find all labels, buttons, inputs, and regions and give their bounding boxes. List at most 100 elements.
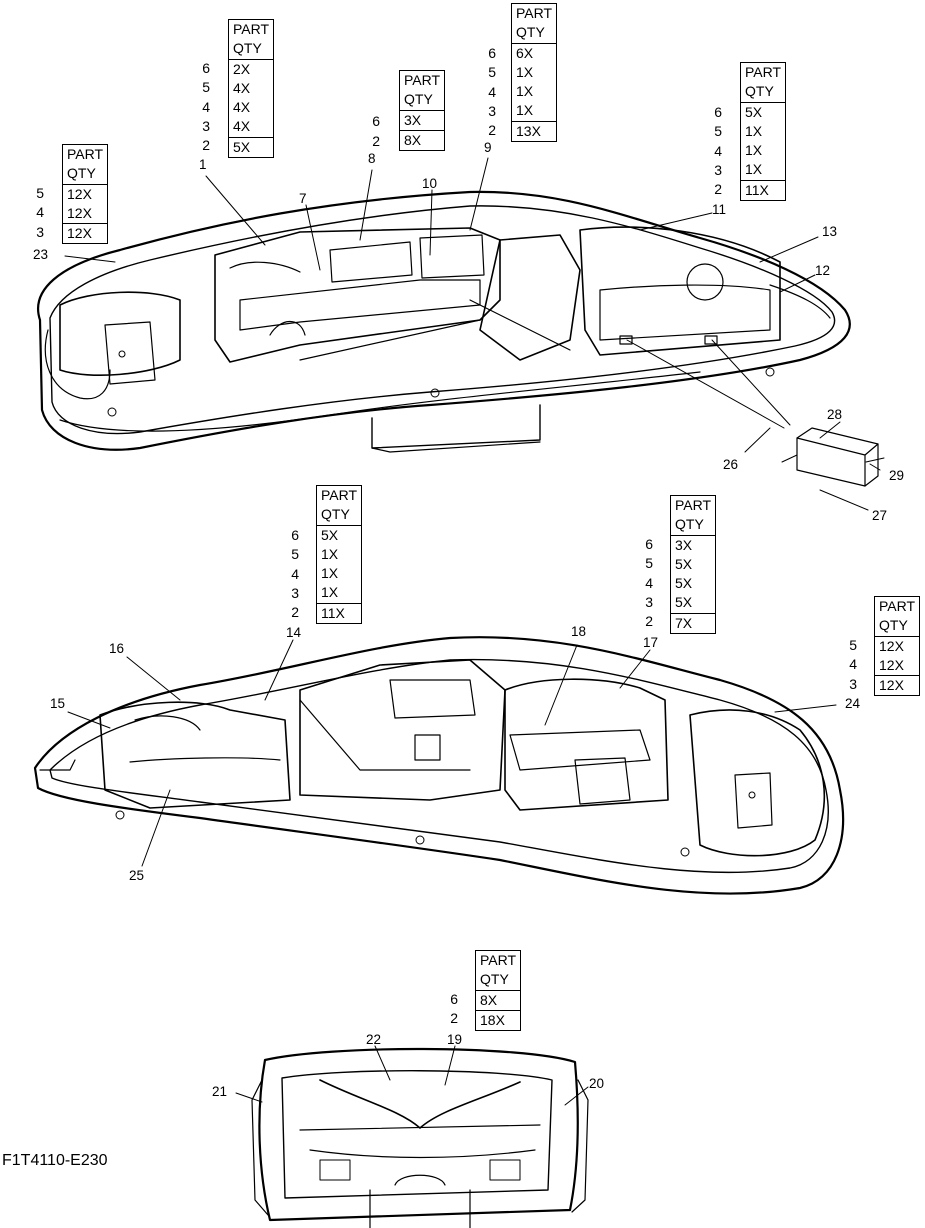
- qty-table-8-part-numbers: 5 4 3: [843, 636, 857, 694]
- qty-value: 1X: [516, 102, 534, 119]
- qty-value: 12X: [63, 223, 108, 243]
- callout-21: 21: [212, 1084, 228, 1099]
- part-number: 2: [714, 181, 722, 198]
- table-header-qty: QTY: [400, 90, 445, 111]
- qty-value: 7X: [671, 612, 716, 633]
- qty-value: 4X: [233, 99, 251, 116]
- table-header-qty: QTY: [229, 39, 274, 60]
- table-header-part: PART: [675, 497, 712, 513]
- part-number: 4: [849, 656, 857, 673]
- upper-leader-lines: [64, 157, 881, 511]
- callout-28: 28: [827, 407, 843, 422]
- callout-9: 9: [484, 140, 492, 155]
- drawing-code-label: F1T4110-E230: [2, 1152, 108, 1169]
- table-header-part: PART: [480, 952, 517, 968]
- table-header-part: PART: [233, 21, 270, 37]
- qty-value: 5X: [675, 594, 693, 611]
- table-header-qty: QTY: [671, 515, 716, 536]
- table-header-part: PART: [67, 146, 104, 162]
- part-number: 6: [372, 113, 380, 129]
- callout-18: 18: [571, 624, 587, 639]
- part-number: 4: [488, 83, 496, 100]
- qty-value: 4X: [233, 79, 251, 96]
- part-number: 4: [36, 204, 44, 221]
- hull-illustration: [33, 636, 845, 895]
- part-number: 4: [714, 142, 722, 159]
- part-number: 5: [714, 123, 722, 140]
- callout-23: 23: [33, 247, 49, 262]
- qty-value: 8X: [480, 991, 498, 1008]
- part-number: 3: [291, 584, 299, 601]
- qty-value: 5X: [229, 136, 274, 157]
- callout-16: 16: [109, 641, 125, 656]
- qty-value: 8X: [400, 129, 445, 150]
- part-number: 6: [714, 104, 722, 120]
- qty-table-9-part-numbers: 6 2: [444, 990, 458, 1029]
- table-header-part: PART: [516, 5, 553, 21]
- qty-value: 12X: [879, 656, 904, 673]
- table-header-qty: QTY: [875, 616, 920, 637]
- qty-table-7: PART QTY 3X 5X 5X 5X 7X: [670, 495, 717, 635]
- callout-24: 24: [845, 696, 861, 711]
- callout-20: 20: [589, 1076, 605, 1091]
- part-number: 6: [450, 991, 458, 1007]
- qty-value: 11X: [741, 179, 786, 200]
- qty-value: 3X: [404, 111, 422, 128]
- rear-leader-lines: [235, 1045, 589, 1106]
- callout-12: 12: [815, 263, 831, 278]
- qty-value: 1X: [745, 122, 763, 139]
- qty-table-3-part-numbers: 6 2: [366, 111, 380, 151]
- part-number: 5: [849, 637, 857, 653]
- callout-27: 27: [872, 508, 888, 523]
- part-number: 2: [372, 133, 380, 149]
- part-number: 3: [849, 675, 857, 692]
- part-number: 5: [36, 185, 44, 201]
- qty-table-6-part-numbers: 6 5 4 3 2: [285, 526, 299, 622]
- part-number: 5: [645, 555, 653, 572]
- part-number: 2: [450, 1010, 458, 1027]
- callout-7: 7: [299, 191, 307, 206]
- qty-value: 1X: [321, 584, 339, 601]
- qty-value: 11X: [317, 602, 362, 623]
- table-header-qty: QTY: [512, 23, 557, 44]
- qty-value: 1X: [321, 565, 339, 582]
- qty-value: 1X: [516, 63, 534, 80]
- hull-leader-lines: [67, 639, 837, 867]
- part-number: 5: [488, 64, 496, 81]
- rear-hull-illustration: [251, 1047, 589, 1228]
- qty-value: 5X: [321, 526, 339, 543]
- callout-19: 19: [447, 1032, 463, 1047]
- qty-table-7-part-numbers: 6 5 4 3 2: [639, 535, 653, 631]
- qty-table-8: PART QTY 12X 12X 12X: [874, 596, 921, 697]
- table-header-qty: QTY: [476, 970, 521, 991]
- qty-table-1-part-numbers: 5 4 3: [30, 184, 44, 242]
- qty-value: 18X: [476, 1009, 521, 1030]
- qty-value: 12X: [67, 204, 92, 221]
- callout-14: 14: [286, 625, 302, 640]
- part-number: 4: [291, 565, 299, 582]
- part-number: 2: [202, 137, 210, 154]
- qty-value: 1X: [745, 142, 763, 159]
- part-number: 2: [645, 613, 653, 630]
- callout-11: 11: [712, 202, 727, 217]
- callout-8: 8: [368, 151, 376, 166]
- table-header-part: PART: [745, 64, 782, 80]
- qty-value: 5X: [675, 555, 693, 572]
- callout-22: 22: [366, 1032, 382, 1047]
- table-header-part: PART: [879, 598, 916, 614]
- qty-value: 13X: [512, 120, 557, 141]
- qty-table-3: PART QTY 3X 8X: [399, 70, 446, 152]
- callout-29: 29: [889, 468, 905, 483]
- qty-value: 12X: [67, 185, 92, 202]
- table-header-qty: QTY: [741, 82, 786, 103]
- callout-17: 17: [643, 635, 659, 650]
- part-number: 2: [488, 122, 496, 139]
- part-number: 3: [202, 117, 210, 134]
- qty-table-4-part-numbers: 6 5 4 3 2: [482, 44, 496, 140]
- table-header-part: PART: [404, 72, 441, 88]
- callout-1: 1: [199, 157, 207, 172]
- part-number: 6: [291, 527, 299, 543]
- part-number: 6: [645, 536, 653, 552]
